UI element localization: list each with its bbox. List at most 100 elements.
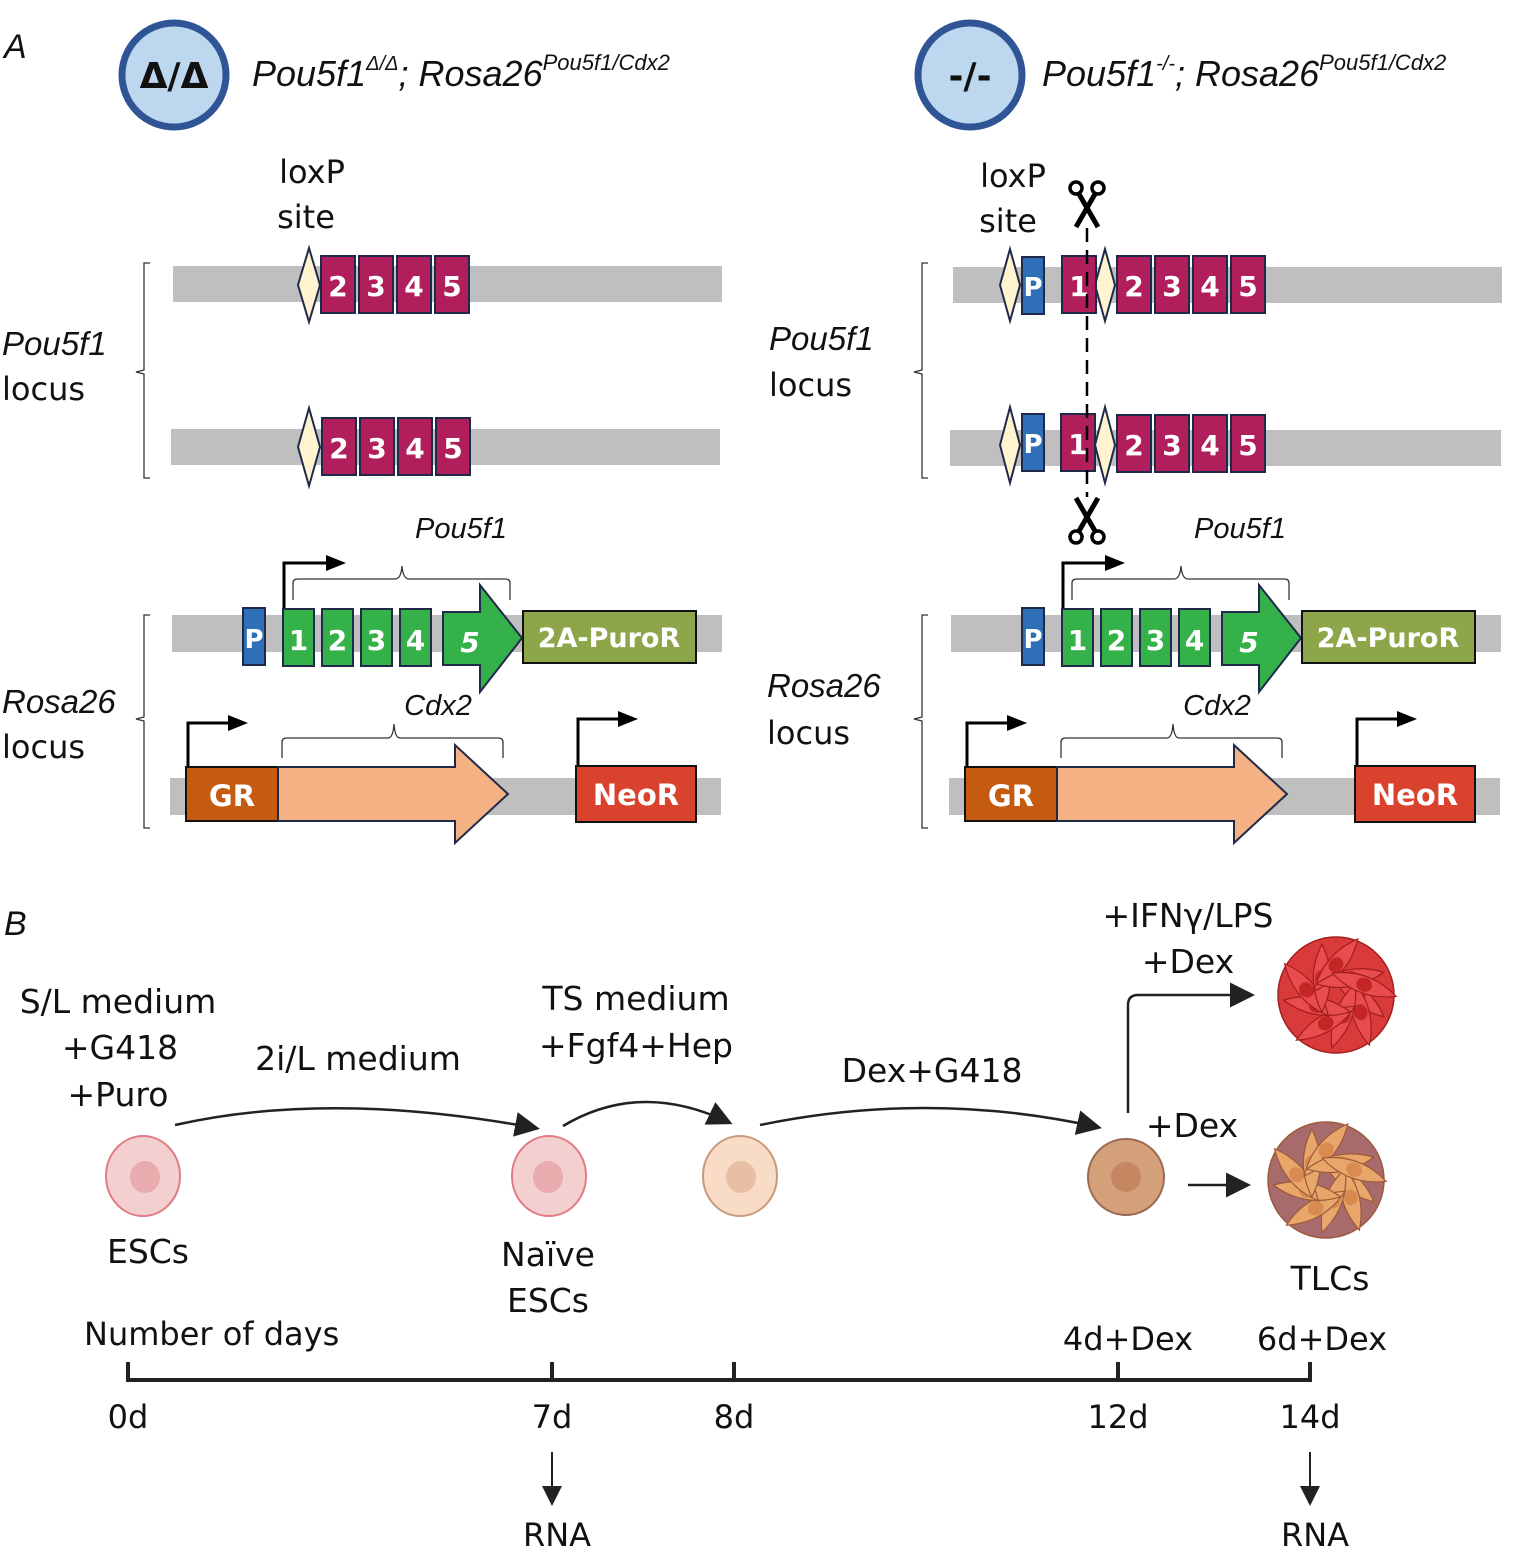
- arrow-to-ifn-branch: [1126, 982, 1255, 1113]
- svg-text:2: 2: [328, 624, 347, 657]
- gr-box: [185, 766, 279, 822]
- svg-text:2A-PuroR: 2A-PuroR: [538, 623, 681, 654]
- loxp-label-line2: site: [277, 198, 335, 236]
- cdx2-label: Cdx2: [404, 690, 472, 722]
- transgene-exon-5: [1221, 582, 1303, 695]
- 2i-medium-label: 2i/L medium: [255, 1039, 461, 1078]
- tss-arrow-icon: [282, 561, 328, 608]
- neor-box: [575, 765, 697, 823]
- exon-number: 1: [1069, 270, 1088, 303]
- locus-label: locus: [2, 370, 85, 408]
- svg-text:3: 3: [1146, 624, 1165, 657]
- exon-4: [1192, 255, 1228, 314]
- tss-arrow-icon: [965, 721, 1009, 768]
- exon-number: 2: [329, 432, 348, 465]
- cdx2-arrow: [1056, 742, 1289, 846]
- sl-medium-line3: +Puro: [68, 1075, 169, 1114]
- exon-4: [397, 417, 433, 476]
- escs-label: ESCs: [107, 1232, 189, 1271]
- svg-text:1: 1: [289, 624, 308, 657]
- transgene-exon-2: [321, 608, 354, 667]
- exon-number: 2: [1124, 429, 1143, 462]
- naive-label-line1: Naïve: [501, 1235, 595, 1274]
- exon-5: [1230, 255, 1266, 314]
- pou5f1-locus-bracket-left: [135, 262, 150, 479]
- exon-number: 2: [1124, 270, 1143, 303]
- genotype-badge-right: -/-: [914, 19, 1026, 131]
- exon-number: 4: [1200, 429, 1219, 462]
- transgene-exon-1: [1061, 608, 1094, 667]
- transgene-exon-5: [442, 582, 524, 695]
- transgene-exon-4: [399, 608, 432, 667]
- arrow-ts-to-dex: [759, 1106, 1102, 1135]
- pou5f1-locus-label-left: Pou5f1: [2, 325, 107, 362]
- svg-text:4: 4: [406, 624, 425, 657]
- cdx2-arrow: [277, 742, 510, 846]
- exon-3: [1154, 255, 1190, 314]
- tlcs-label: TLCs: [1290, 1259, 1370, 1298]
- naive-label-line2: ESCs: [507, 1281, 589, 1320]
- cdx2-brace: [1060, 723, 1283, 758]
- cdx2-brace: [281, 723, 504, 758]
- pou5f1-locus-bracket-right: [913, 262, 928, 479]
- svg-text:GR: GR: [209, 779, 255, 813]
- annotation-6d-dex: 6d+Dex: [1257, 1320, 1387, 1358]
- pou5f1-transgene-label: Pou5f1: [1194, 513, 1286, 545]
- arrow-escs-to-naive: [174, 1107, 540, 1137]
- locus-label: locus: [767, 714, 850, 752]
- svg-text:P: P: [244, 625, 263, 655]
- exon-3: [1154, 414, 1190, 473]
- ifn-lps-label: +IFNγ/LPS: [1103, 896, 1274, 935]
- exon-5: [1230, 414, 1266, 473]
- exon-number: 4: [404, 270, 423, 303]
- rna-label: RNA: [523, 1516, 591, 1554]
- svg-text:P: P: [1023, 430, 1042, 460]
- cdx2-label: Cdx2: [1183, 690, 1251, 722]
- svg-text:P: P: [1023, 625, 1042, 655]
- pou5f1-locus-label-right: Pou5f1: [769, 320, 874, 357]
- pou5f1-transgene-label: Pou5f1: [415, 513, 507, 545]
- ts-medium-line1: TS medium: [541, 979, 729, 1018]
- panel-b-label: B: [4, 905, 27, 943]
- ifn-dex-label: +Dex: [1142, 942, 1234, 981]
- loxp-site-icon: [296, 244, 322, 326]
- pou5f1-brace: [292, 565, 511, 600]
- exon-1: [1060, 413, 1096, 472]
- tick-label-0d: 0d: [108, 1398, 149, 1436]
- loxp-site-icon: [296, 404, 322, 490]
- transgene-exon-4: [1178, 608, 1211, 667]
- naive-esc-cell-icon: [511, 1135, 587, 1217]
- sl-medium-line2: +G418: [62, 1028, 178, 1067]
- promoter-box: [1021, 413, 1045, 472]
- exon-4: [396, 255, 432, 314]
- gr-box: [964, 766, 1058, 822]
- svg-text:NeoR: NeoR: [1372, 778, 1458, 812]
- exon-number: 3: [1162, 429, 1181, 462]
- transgene-exon-2: [1100, 608, 1133, 667]
- transgene-exon-3: [1139, 608, 1172, 667]
- badge-text: -/-: [948, 56, 991, 97]
- exon-number: 3: [366, 270, 385, 303]
- annotation-4d-dex: 4d+Dex: [1063, 1320, 1193, 1358]
- puror-box: [1301, 610, 1476, 664]
- pou5f1-brace: [1071, 565, 1290, 600]
- neor-box: [1354, 765, 1476, 823]
- loxp-site-icon: [1093, 403, 1117, 487]
- tick-label-14d: 14d: [1279, 1398, 1340, 1436]
- exon-number: 4: [405, 432, 424, 465]
- exon-5: [435, 417, 471, 476]
- svg-text:5: 5: [460, 626, 479, 659]
- loxp-site-icon: [998, 403, 1022, 487]
- genotype-title-right: Pou5f1-/-; Rosa26Pou5f1/Cdx2: [1042, 50, 1446, 94]
- genotype-title-left: Pou5f1Δ/Δ; Rosa26Pou5f1/Cdx2: [252, 50, 670, 94]
- exon-2: [1116, 414, 1152, 473]
- scissors-icon: [1068, 180, 1106, 229]
- exon-number: 4: [1200, 270, 1219, 303]
